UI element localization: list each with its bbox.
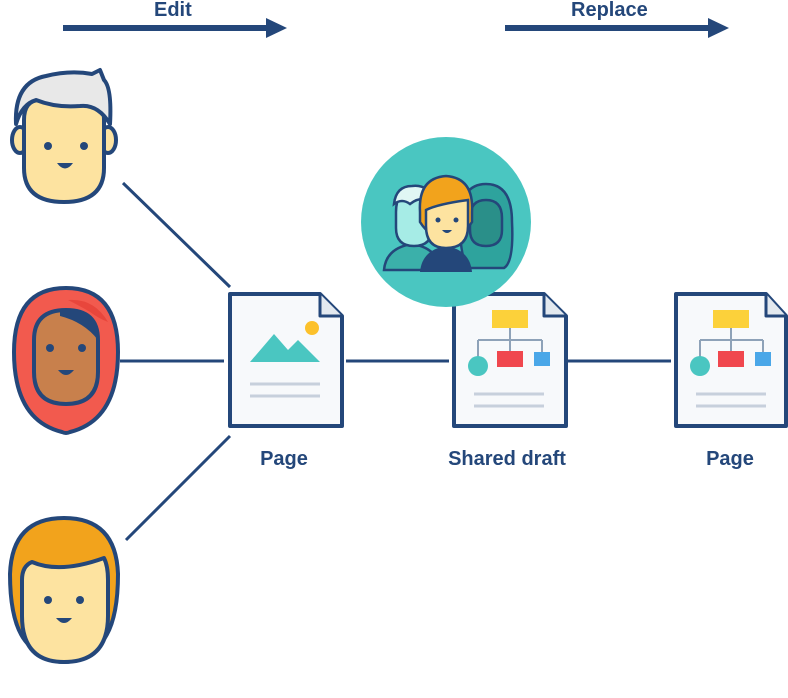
shared-draft-label: Shared draft bbox=[448, 448, 566, 470]
replace-label: Replace bbox=[571, 0, 648, 21]
page-right-label: Page bbox=[706, 448, 754, 470]
person-gray-hair-icon bbox=[10, 68, 118, 205]
connector-lines bbox=[120, 181, 671, 542]
connector-person1-page bbox=[121, 181, 232, 289]
edit-label: Edit bbox=[154, 0, 192, 21]
collaborators-group-icon bbox=[361, 137, 531, 307]
page-image-document-icon[interactable] bbox=[228, 292, 344, 428]
connector-person3-page bbox=[124, 434, 232, 542]
page-left-label: Page bbox=[260, 448, 308, 470]
person-hijab-icon bbox=[11, 285, 121, 435]
edit-arrow bbox=[63, 18, 287, 38]
replace-arrow bbox=[505, 18, 729, 38]
page-flowchart-document-icon[interactable] bbox=[674, 292, 788, 428]
person-orange-hair-icon bbox=[7, 515, 121, 665]
shared-draft-flowchart-document-icon[interactable] bbox=[452, 292, 568, 428]
